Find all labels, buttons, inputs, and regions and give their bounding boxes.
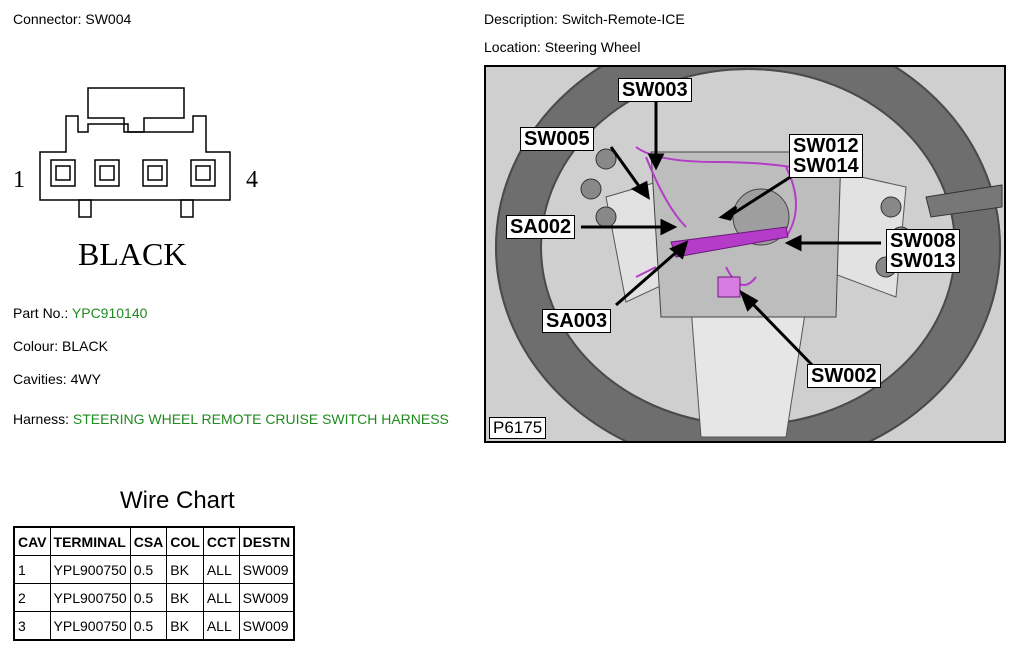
callout-sa002: SA002 — [506, 215, 576, 239]
header-destn: DESTN — [238, 526, 295, 556]
header-terminal: TERMINAL — [49, 526, 131, 556]
harness: Harness: STEERING WHEEL REMOTE CRUISE SW… — [13, 411, 473, 427]
pin-4-label: 4 — [246, 167, 258, 193]
steering-wheel-photo: SW003 SW005 SW012 SW014 SA002 SW008 SW01… — [484, 65, 1006, 443]
cell-csa: 0.5 — [129, 583, 168, 612]
cell-terminal: YPL900750 — [49, 555, 131, 584]
cell-cav: 3 — [13, 611, 51, 641]
part-number-label: Part No.: — [13, 305, 72, 321]
figure-id: P6175 — [489, 417, 547, 439]
cell-col: BK — [166, 555, 204, 584]
harness-label: Harness: — [13, 411, 73, 427]
cell-terminal: YPL900750 — [49, 611, 131, 641]
description-label: Description: Switch-Remote-ICE — [484, 11, 685, 27]
part-number-link[interactable]: YPC910140 — [71, 305, 148, 321]
cell-terminal: YPL900750 — [49, 583, 131, 612]
connector-label: Connector: SW004 — [13, 11, 132, 27]
pin-1-label: 1 — [13, 167, 25, 193]
callout-sw002: SW002 — [807, 364, 881, 388]
cell-destn: SW009 — [238, 611, 295, 641]
cell-cct: ALL — [202, 583, 240, 612]
header-csa: CSA — [129, 526, 168, 556]
callout-sw012: SW012 — [793, 135, 859, 157]
callout-sw008: SW008 — [890, 230, 956, 252]
location-label: Location: Steering Wheel — [484, 39, 641, 55]
header-cav: CAV — [13, 526, 51, 556]
callout-sw012-sw014: SW012 SW014 — [789, 134, 863, 178]
cell-destn: SW009 — [238, 583, 295, 612]
wire-chart-table: CAV TERMINAL CSA COL CCT DESTN 1 YPL9007… — [13, 526, 296, 641]
connector-diagram: 1 4 BLACK — [13, 87, 258, 272]
callout-sw014: SW014 — [793, 155, 859, 177]
cell-col: BK — [166, 611, 204, 641]
callout-sa003: SA003 — [542, 309, 612, 333]
cavities-label: Cavities: 4WY — [13, 371, 101, 387]
cell-cct: ALL — [202, 555, 240, 584]
cell-cav: 2 — [13, 583, 51, 612]
header-cct: CCT — [202, 526, 240, 556]
callout-sw008-sw013: SW008 SW013 — [886, 229, 960, 273]
cell-destn: SW009 — [238, 555, 295, 584]
colour-label: Colour: BLACK — [13, 338, 108, 354]
cell-cct: ALL — [202, 611, 240, 641]
part-number: Part No.: YPC910140 — [13, 305, 147, 321]
cell-csa: 0.5 — [129, 611, 168, 641]
table-row: 2 YPL900750 0.5 BK ALL SW009 — [13, 583, 295, 612]
harness-link[interactable]: STEERING WHEEL REMOTE CRUISE SWITCH HARN… — [72, 411, 449, 427]
wire-chart-title: Wire Chart — [120, 487, 235, 514]
cell-csa: 0.5 — [129, 555, 168, 584]
callout-sw005: SW005 — [520, 127, 594, 151]
header-col: COL — [166, 526, 204, 556]
table-row: 1 YPL900750 0.5 BK ALL SW009 — [13, 555, 295, 584]
connector-color-label: BLACK — [78, 236, 186, 272]
cell-cav: 1 — [13, 555, 51, 584]
table-row: 3 YPL900750 0.5 BK ALL SW009 — [13, 611, 295, 641]
table-header-row: CAV TERMINAL CSA COL CCT DESTN — [13, 526, 295, 556]
callout-sw003: SW003 — [618, 78, 692, 102]
cell-col: BK — [166, 583, 204, 612]
callout-sw013: SW013 — [890, 250, 956, 272]
